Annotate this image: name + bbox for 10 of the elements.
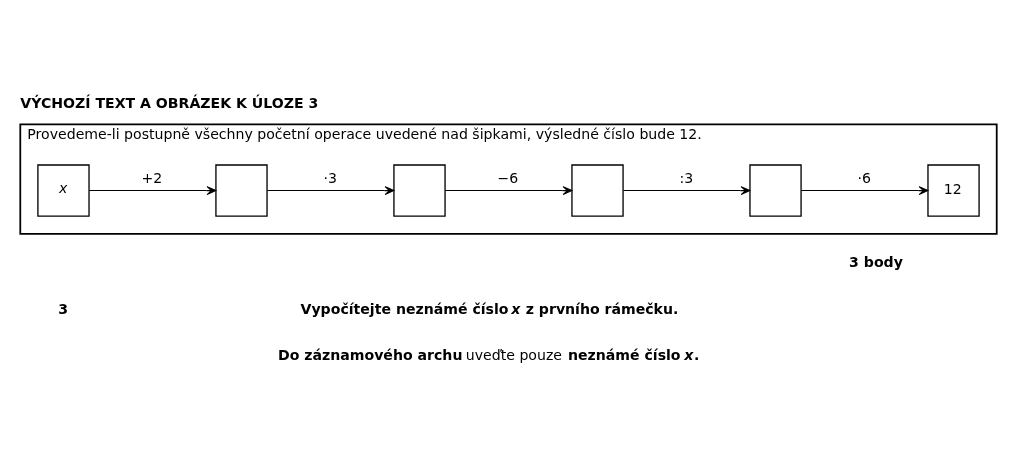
edge-label: −6 (496, 169, 518, 186)
label: 3 (57, 300, 68, 317)
label: Do záznamového archu uveďte pouze neznámé číslo x. (277, 346, 699, 363)
edge-label: :3 (678, 169, 693, 186)
label: 3 body (848, 253, 903, 270)
edge-label: ·3 (322, 169, 337, 186)
edge-label: ·6 (856, 169, 871, 186)
label: Vypočítejte neznámé číslo x z prvního rámečku. (300, 300, 678, 317)
edge-label: +2 (140, 169, 162, 186)
diagram-title: VÝCHOZÍ TEXT A OBRÁZEK K ÚLOZE 3 (19, 94, 318, 111)
